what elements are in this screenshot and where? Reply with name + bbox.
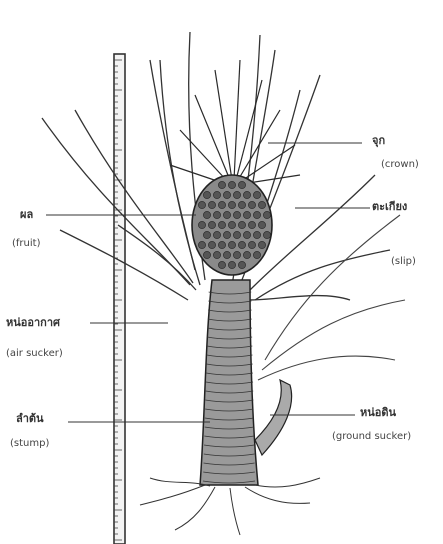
slip-thai: ตะเกียง [372,200,407,213]
crown-label: จุก [372,134,385,147]
measuring-rod [114,54,125,544]
ground-sucker-english: (ground sucker) [332,430,411,443]
fruit [192,175,272,275]
roots [140,478,320,535]
air-sucker-thai: หน่ออากาศ [6,316,60,329]
stump [200,280,258,485]
stump-english: (stump) [10,437,49,450]
fruit-english: (fruit) [12,237,40,250]
ground-sucker [255,380,292,455]
stump-thai: ลำต้น [16,412,44,425]
air-sucker-english: (air sucker) [6,347,63,360]
crown-thai: จุก [372,134,385,147]
ground-sucker-thai: หน่อดิน [360,406,396,419]
slip-english: (slip) [391,255,416,268]
crown-english: (crown) [381,158,419,171]
fruit-thai: ผล [20,208,33,221]
